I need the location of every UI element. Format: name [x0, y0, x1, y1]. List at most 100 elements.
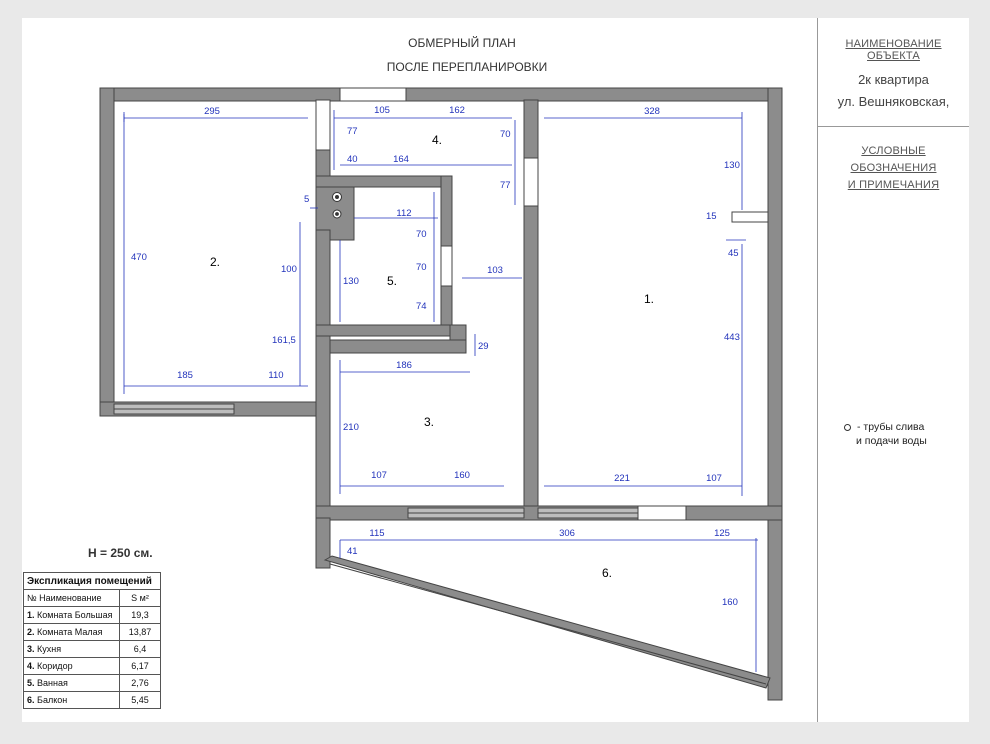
balcony-wall: [323, 555, 771, 689]
wall: [767, 87, 783, 701]
explication-title: Экспликация помещений: [23, 572, 161, 590]
floor-plan: ОБМЕРНЫЙ ПЛАН ПОСЛЕ ПЕРЕПЛАНИРОВКИ: [99, 35, 783, 701]
drawing-sheet: ОБМЕРНЫЙ ПЛАН ПОСЛЕ ПЕРЕПЛАНИРОВКИ: [22, 18, 969, 722]
dim-label: 107: [706, 473, 722, 484]
windows: [113, 87, 687, 521]
row-number: 3.: [27, 644, 35, 654]
door-opening: [523, 157, 539, 207]
dim-label: 210: [343, 422, 359, 433]
dimension-lines: [123, 110, 758, 672]
plan-title-line1: ОБМЕРНЫЙ ПЛАН: [408, 35, 516, 50]
dim-label: 5: [304, 194, 309, 205]
dim-label: 306: [559, 528, 575, 539]
dim-label: 185: [177, 370, 193, 381]
wall: [99, 87, 341, 102]
room-number: 4.: [432, 133, 442, 147]
window: [339, 87, 407, 102]
dim-label: 130: [724, 160, 740, 171]
divider: [818, 126, 969, 127]
dim-label: 29: [478, 341, 489, 352]
pipes: [332, 192, 342, 219]
wall: [315, 517, 331, 569]
object-name-line1: 2к квартира: [858, 72, 929, 87]
door-opening: [440, 245, 453, 287]
table-row: 2. Комната Малая 13,87: [23, 623, 161, 641]
dim-label: 110: [268, 370, 283, 381]
dim-label: 70: [416, 262, 427, 273]
pipe-icon: [335, 195, 339, 199]
dim-label: 105: [374, 105, 390, 116]
row-area: 13,87: [119, 623, 161, 641]
pipe-icon: [844, 423, 851, 431]
legend-item-2: и подачи воды: [856, 435, 927, 447]
table-row: 4. Коридор 6,17: [23, 657, 161, 675]
row-area: 6,17: [119, 657, 161, 675]
row-name: Коридор: [37, 661, 73, 671]
row-name: Балкон: [37, 695, 68, 705]
doors: [315, 99, 539, 287]
dim-label: 100: [281, 264, 297, 275]
dim-label: 115: [369, 528, 384, 539]
dim-label: 74: [416, 301, 427, 312]
legend-heading-1: УСЛОВНЫЕ ОБОЗНАЧЕНИЯ: [850, 145, 937, 174]
row-area: 6,4: [119, 640, 161, 658]
dim-label: 77: [500, 180, 511, 191]
dim-label: 77: [347, 126, 358, 137]
legend-heading-2: И ПРИМЕЧАНИЯ: [847, 179, 940, 191]
row-name: Кухня: [37, 644, 62, 654]
wall: [315, 175, 445, 188]
room-number: 1.: [644, 292, 654, 306]
wall: [405, 87, 783, 102]
object-heading: НАИМЕНОВАНИЕ ОБЪЕКТА: [845, 38, 942, 62]
dim-label: 162: [449, 105, 465, 116]
table-row: 6. Балкон 5,45: [23, 691, 161, 709]
object-section: НАИМЕНОВАНИЕ ОБЪЕКТА 2к квартира ул. Веш…: [818, 38, 969, 112]
wall: [329, 339, 467, 354]
dim-label: 160: [454, 470, 470, 481]
dim-label: 130: [343, 276, 359, 287]
dim-label: 186: [396, 360, 412, 371]
wall: [315, 324, 467, 337]
room-number: 2.: [210, 255, 220, 269]
row-area: 2,76: [119, 674, 161, 692]
row-name: Ванная: [37, 678, 68, 688]
dim-label: 15: [706, 211, 717, 222]
dim-label: 164: [393, 154, 409, 165]
dim-label: 328: [644, 106, 660, 117]
wall-niche: [731, 211, 769, 223]
balcony-rail: [329, 563, 767, 685]
dim-label: 107: [371, 470, 387, 481]
dim-label: 112: [396, 208, 411, 219]
dim-label: 295: [204, 106, 220, 117]
legend-item-1: - трубы слива: [857, 421, 925, 433]
table-row: 3. Кухня 6,4: [23, 640, 161, 658]
explication-table: Экспликация помещений № Наименование S м…: [23, 572, 161, 709]
row-name: Комната Малая: [37, 627, 103, 637]
dim-label: 45: [728, 248, 739, 259]
row-number: 1.: [27, 610, 35, 620]
plan-title-line2: ПОСЛЕ ПЕРЕПЛАНИРОВКИ: [387, 60, 548, 74]
table-row: 5. Ванная 2,76: [23, 674, 161, 692]
row-number: 5.: [27, 678, 35, 688]
walls: [99, 87, 783, 701]
dim-label: 70: [416, 229, 427, 240]
row-area: 19,3: [119, 606, 161, 624]
legend-note: - трубы слива и подачи воды: [844, 420, 927, 448]
row-number: 2.: [27, 627, 35, 637]
row-name: Комната Большая: [37, 610, 113, 620]
wall: [315, 99, 331, 549]
room-number: 3.: [424, 415, 434, 429]
legend-section: УСЛОВНЫЕ ОБОЗНАЧЕНИЯ И ПРИМЕЧАНИЯ: [818, 143, 969, 194]
table-row: 1. Комната Большая 19,3: [23, 606, 161, 624]
dim-label: 40: [347, 154, 358, 165]
dim-label: 41: [347, 546, 358, 557]
door-opening: [315, 99, 331, 151]
row-number: 4.: [27, 661, 35, 671]
object-name-line2: ул. Вешняковская,: [837, 94, 950, 109]
wall: [99, 87, 115, 417]
col-area-header: S м²: [119, 589, 161, 607]
row-number: 6.: [27, 695, 35, 705]
row-area: 5,45: [119, 691, 161, 709]
balcony-door: [637, 505, 687, 521]
room-number: 6.: [602, 566, 612, 580]
